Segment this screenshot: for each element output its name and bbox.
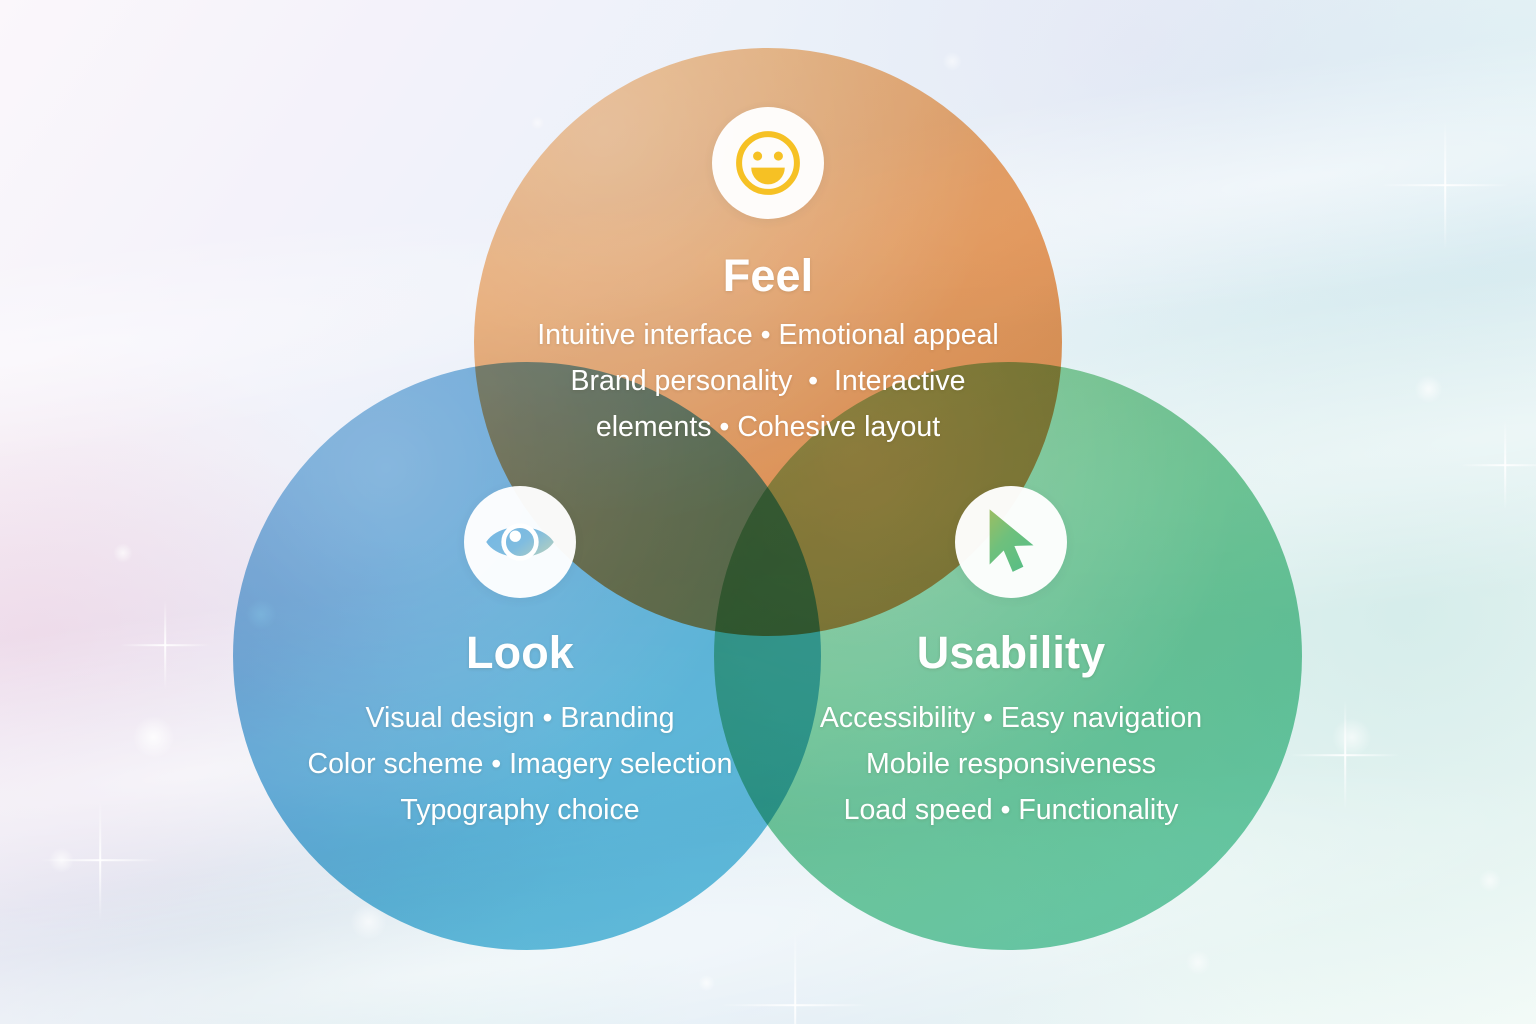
segment-body-line: Load speed • Functionality [843, 794, 1179, 827]
eye-icon-badge[interactable] [464, 486, 576, 598]
segment-body-line: Visual design • Branding [365, 702, 675, 734]
segment-body-line: Mobile responsiveness [866, 748, 1156, 781]
segment-feel: Feel Intuitive interface • Emotional app… [268, 107, 1268, 450]
smiley-face-icon-badge[interactable] [712, 107, 824, 219]
segment-look: Look Visual design • Branding Color sche… [27, 486, 1013, 833]
segment-body-feel: Intuitive interface • Emotional appeal B… [268, 312, 1268, 450]
cursor-arrow-icon [978, 506, 1044, 578]
segment-title-feel: Feel [722, 250, 814, 301]
segment-body-line: Intuitive interface • Emotional appeal [537, 319, 999, 351]
venn-circle-usability[interactable] [714, 362, 1302, 950]
smiley-face-icon [731, 126, 805, 200]
cursor-arrow-icon-badge[interactable] [955, 486, 1067, 598]
segment-body-line: elements • Cohesive layout [595, 411, 941, 444]
segment-title-look: Look [466, 627, 574, 678]
segment-title-usability: Usability [916, 627, 1106, 678]
segment-body-line: Typography choice [400, 794, 640, 827]
segment-body-line: Accessibility • Easy navigation [819, 702, 1203, 734]
segment-usability: Usability Accessibility • Easy navigatio… [518, 486, 1504, 833]
eye-icon [482, 504, 558, 580]
segment-body-usability: Accessibility • Easy navigation Mobile r… [518, 695, 1504, 833]
segment-body-look: Visual design • Branding Color scheme • … [27, 695, 1013, 833]
segment-body-line: Brand personality • Interactive [570, 365, 966, 398]
segment-body-line: Color scheme • Imagery selection [307, 748, 733, 781]
